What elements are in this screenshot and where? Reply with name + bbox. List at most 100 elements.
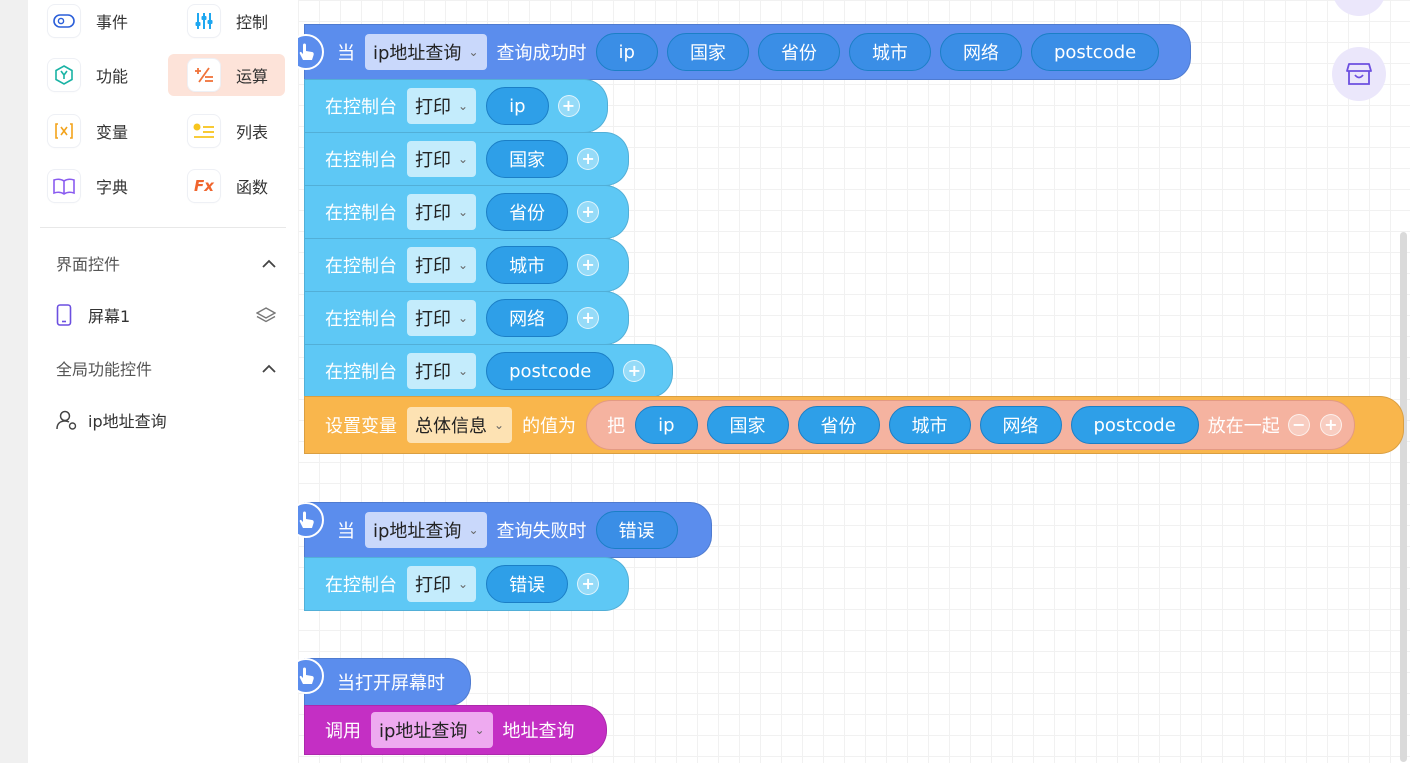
dropdown-value: ip地址查询 [373,521,462,542]
join-item-pill[interactable]: 省份 [797,406,880,444]
add-argument-button[interactable]: + [557,95,580,117]
print-op-dropdown[interactable]: 打印⌄ [407,247,477,283]
join-suffix: 放在一起 [1207,416,1280,437]
section-global-controls[interactable]: 全局功能控件 [56,353,276,383]
dropdown-value: 打印 [415,150,451,171]
component-dropdown[interactable]: ip地址查询 ⌄ [365,34,487,70]
console-print-block[interactable]: 在控制台 打印⌄ 省份 + [304,185,629,239]
print-op-dropdown[interactable]: 打印⌄ [407,566,477,602]
add-argument-button[interactable]: + [577,254,600,276]
add-argument-button[interactable]: + [577,307,600,329]
print-op-dropdown[interactable]: 打印⌄ [407,194,477,230]
component-dropdown[interactable]: ip地址查询 ⌄ [371,712,493,748]
console-print-block[interactable]: 在控制台 打印⌄ 网络 + [304,291,629,345]
param-pill[interactable]: 城市 [848,33,931,71]
console-print-block[interactable]: 在控制台 打印⌄ 城市 + [304,238,629,292]
console-print-block[interactable]: 在控制台 打印⌄ postcode + [304,344,673,398]
value-pill[interactable]: postcode [486,352,615,390]
category-function[interactable]: 功能 [28,54,145,96]
chevron-up-icon[interactable] [262,259,276,268]
chevron-down-icon: ⌄ [458,152,469,166]
tree-item-ip-lookup[interactable]: ip地址查询 [56,405,276,435]
event-block-query-failed[interactable]: 当 ip地址查询 ⌄ 查询失败时 错误 [304,502,712,558]
left-gutter [0,0,28,763]
top-tool-button[interactable] [1332,0,1386,16]
hand-pointer-icon [299,43,314,60]
join-item-pill[interactable]: ip [635,406,698,444]
call-method-block[interactable]: 调用 ip地址查询 ⌄ 地址查询 [304,705,607,755]
category-events[interactable]: 事件 [28,0,145,42]
variable-dropdown[interactable]: 总体信息 ⌄ [407,407,513,443]
value-pill[interactable]: 城市 [486,246,569,284]
category-variable[interactable]: 变量 [28,110,145,152]
add-argument-button[interactable]: + [577,573,600,595]
category-label: 控制 [236,13,269,32]
remove-item-button[interactable]: − [1287,414,1310,436]
set-variable-block[interactable]: 设置变量 总体信息⌄ 的值为 把 ip 国家 省份 城市 网络 postcode… [304,396,1404,454]
category-function-def[interactable]: Fx 函数 [168,165,285,207]
block-keyword-when: 当 [337,43,355,64]
console-prefix: 在控制台 [325,575,397,596]
console-print-block[interactable]: 在控制台 打印⌄ 国家 + [304,132,629,186]
category-label: 变量 [96,123,129,142]
add-argument-button[interactable]: + [623,360,646,382]
value-pill[interactable]: 省份 [486,193,569,231]
category-label: 字典 [96,178,129,197]
value-pill[interactable]: 网络 [486,299,569,337]
param-pill[interactable]: 国家 [666,33,749,71]
print-op-dropdown[interactable]: 打印 ⌄ [407,141,477,177]
value-pill[interactable]: ip [486,87,549,125]
hand-pointer-icon [299,511,314,528]
chevron-down-icon: ⌄ [468,523,479,537]
dropdown-value: 打印 [415,362,451,383]
param-pill[interactable]: postcode [1030,33,1160,71]
layers-icon[interactable] [256,306,276,324]
category-control[interactable]: 控制 [168,0,285,42]
add-argument-button[interactable]: + [577,148,600,170]
call-label: 调用 [325,721,361,742]
console-print-block[interactable]: 在控制台 打印⌄ 错误 + [304,557,629,611]
hexagon-y-icon [48,59,80,91]
chevron-down-icon: ⌄ [458,99,469,113]
param-pill[interactable]: 错误 [595,511,678,549]
value-pill[interactable]: 国家 [486,140,569,178]
join-item-pill[interactable]: 城市 [888,406,971,444]
print-op-dropdown[interactable]: 打印⌄ [407,353,477,389]
print-op-dropdown[interactable]: 打印⌄ [407,88,477,124]
tree-item-screen[interactable]: 屏幕1 [56,300,276,330]
chevron-up-icon[interactable] [262,364,276,373]
block-palette-sidebar: 事件 控制 功能 运算 变量 列表 字典 [28,0,298,763]
value-pill[interactable]: 错误 [486,565,569,603]
event-block-screen-open[interactable]: 当打开屏幕时 [304,658,471,706]
join-item-pill[interactable]: 网络 [979,406,1062,444]
toggle-icon [48,5,80,37]
block-workspace[interactable]: 当 ip地址查询 ⌄ 查询成功时 ip 国家 省份 城市 网络 postcode… [298,0,1410,763]
category-operation[interactable]: 运算 [168,54,285,96]
param-pill[interactable]: ip [595,33,658,71]
add-argument-button[interactable]: + [577,201,600,223]
event-block-query-success[interactable]: 当 ip地址查询 ⌄ 查询成功时 ip 国家 省份 城市 网络 postcode [304,24,1191,80]
param-pill[interactable]: 省份 [757,33,840,71]
event-name-label: 查询成功时 [496,43,587,64]
console-print-block[interactable]: 在控制台 打印⌄ ip + [304,79,608,133]
param-pill[interactable]: 网络 [939,33,1022,71]
join-item-pill[interactable]: 国家 [706,406,789,444]
sliders-icon [188,5,220,37]
print-op-dropdown[interactable]: 打印⌄ [407,300,477,336]
screen-open-label: 当打开屏幕时 [337,673,445,694]
add-item-button[interactable]: + [1319,414,1342,436]
store-button[interactable] [1332,47,1386,101]
dropdown-value: 总体信息 [415,416,487,437]
chevron-down-icon: ⌄ [494,418,505,432]
category-list[interactable]: 列表 [168,110,285,152]
event-name-label: 查询失败时 [496,521,587,542]
math-operators-icon [188,59,220,91]
category-dictionary[interactable]: 字典 [28,165,145,207]
vertical-scrollbar[interactable] [1400,232,1407,762]
join-item-pill[interactable]: postcode [1070,406,1199,444]
component-dropdown[interactable]: ip地址查询 ⌄ [365,512,487,548]
block-keyword-when: 当 [337,521,355,542]
section-ui-controls[interactable]: 界面控件 [56,248,276,278]
chevron-down-icon: ⌄ [458,205,469,219]
join-block[interactable]: 把 ip 国家 省份 城市 网络 postcode 放在一起 − + [586,400,1355,450]
